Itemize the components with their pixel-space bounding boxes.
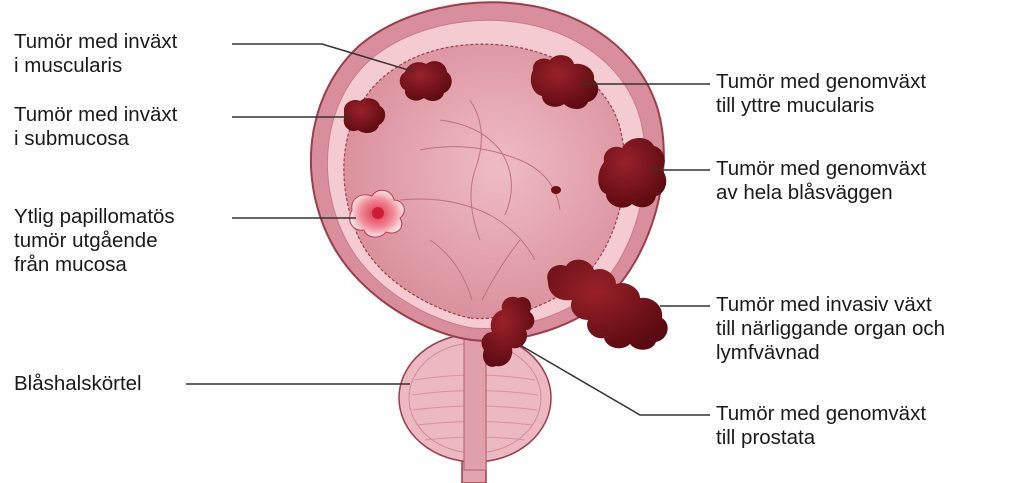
ureter-orifice (551, 186, 561, 194)
label-prostata: Tumör med genomväxt till prostata (716, 402, 926, 450)
label-line: till närliggande organ och (716, 317, 945, 341)
label-line: i submucosa (14, 127, 177, 151)
label-muscularis: Tumör med inväxt i muscularis (14, 30, 177, 78)
label-line: Tumör med invasiv växt (716, 293, 945, 317)
label-line: Tumör med inväxt (14, 103, 177, 127)
label-line: Tumör med genomväxt (716, 157, 926, 181)
label-line: till yttre mucularis (716, 94, 926, 118)
label-outer-muscularis: Tumör med genomväxt till yttre mucularis (716, 70, 926, 118)
label-prostate-gland: Blåshalskörtel (14, 372, 142, 396)
label-line: lymfvävnad (716, 341, 945, 365)
label-line: Blåshalskörtel (14, 372, 142, 396)
label-line: Tumör med genomväxt (716, 70, 926, 94)
label-line: till prostata (716, 426, 926, 450)
label-line: av hela blåsväggen (716, 181, 926, 205)
label-invasive: Tumör med invasiv växt till närliggande … (716, 293, 945, 365)
label-whole-wall: Tumör med genomväxt av hela blåsväggen (716, 157, 926, 205)
label-papillary: Ytlig papillomatös tumör utgående från m… (14, 205, 175, 277)
label-line: Ytlig papillomatös (14, 205, 175, 229)
label-submucosa: Tumör med inväxt i submucosa (14, 103, 177, 151)
label-line: Tumör med genomväxt (716, 402, 926, 426)
label-line: tumör utgående (14, 229, 175, 253)
label-line: i muscularis (14, 54, 177, 78)
label-line: från mucosa (14, 253, 175, 277)
prostate-gland (399, 330, 551, 470)
label-line: Tumör med inväxt (14, 30, 177, 54)
